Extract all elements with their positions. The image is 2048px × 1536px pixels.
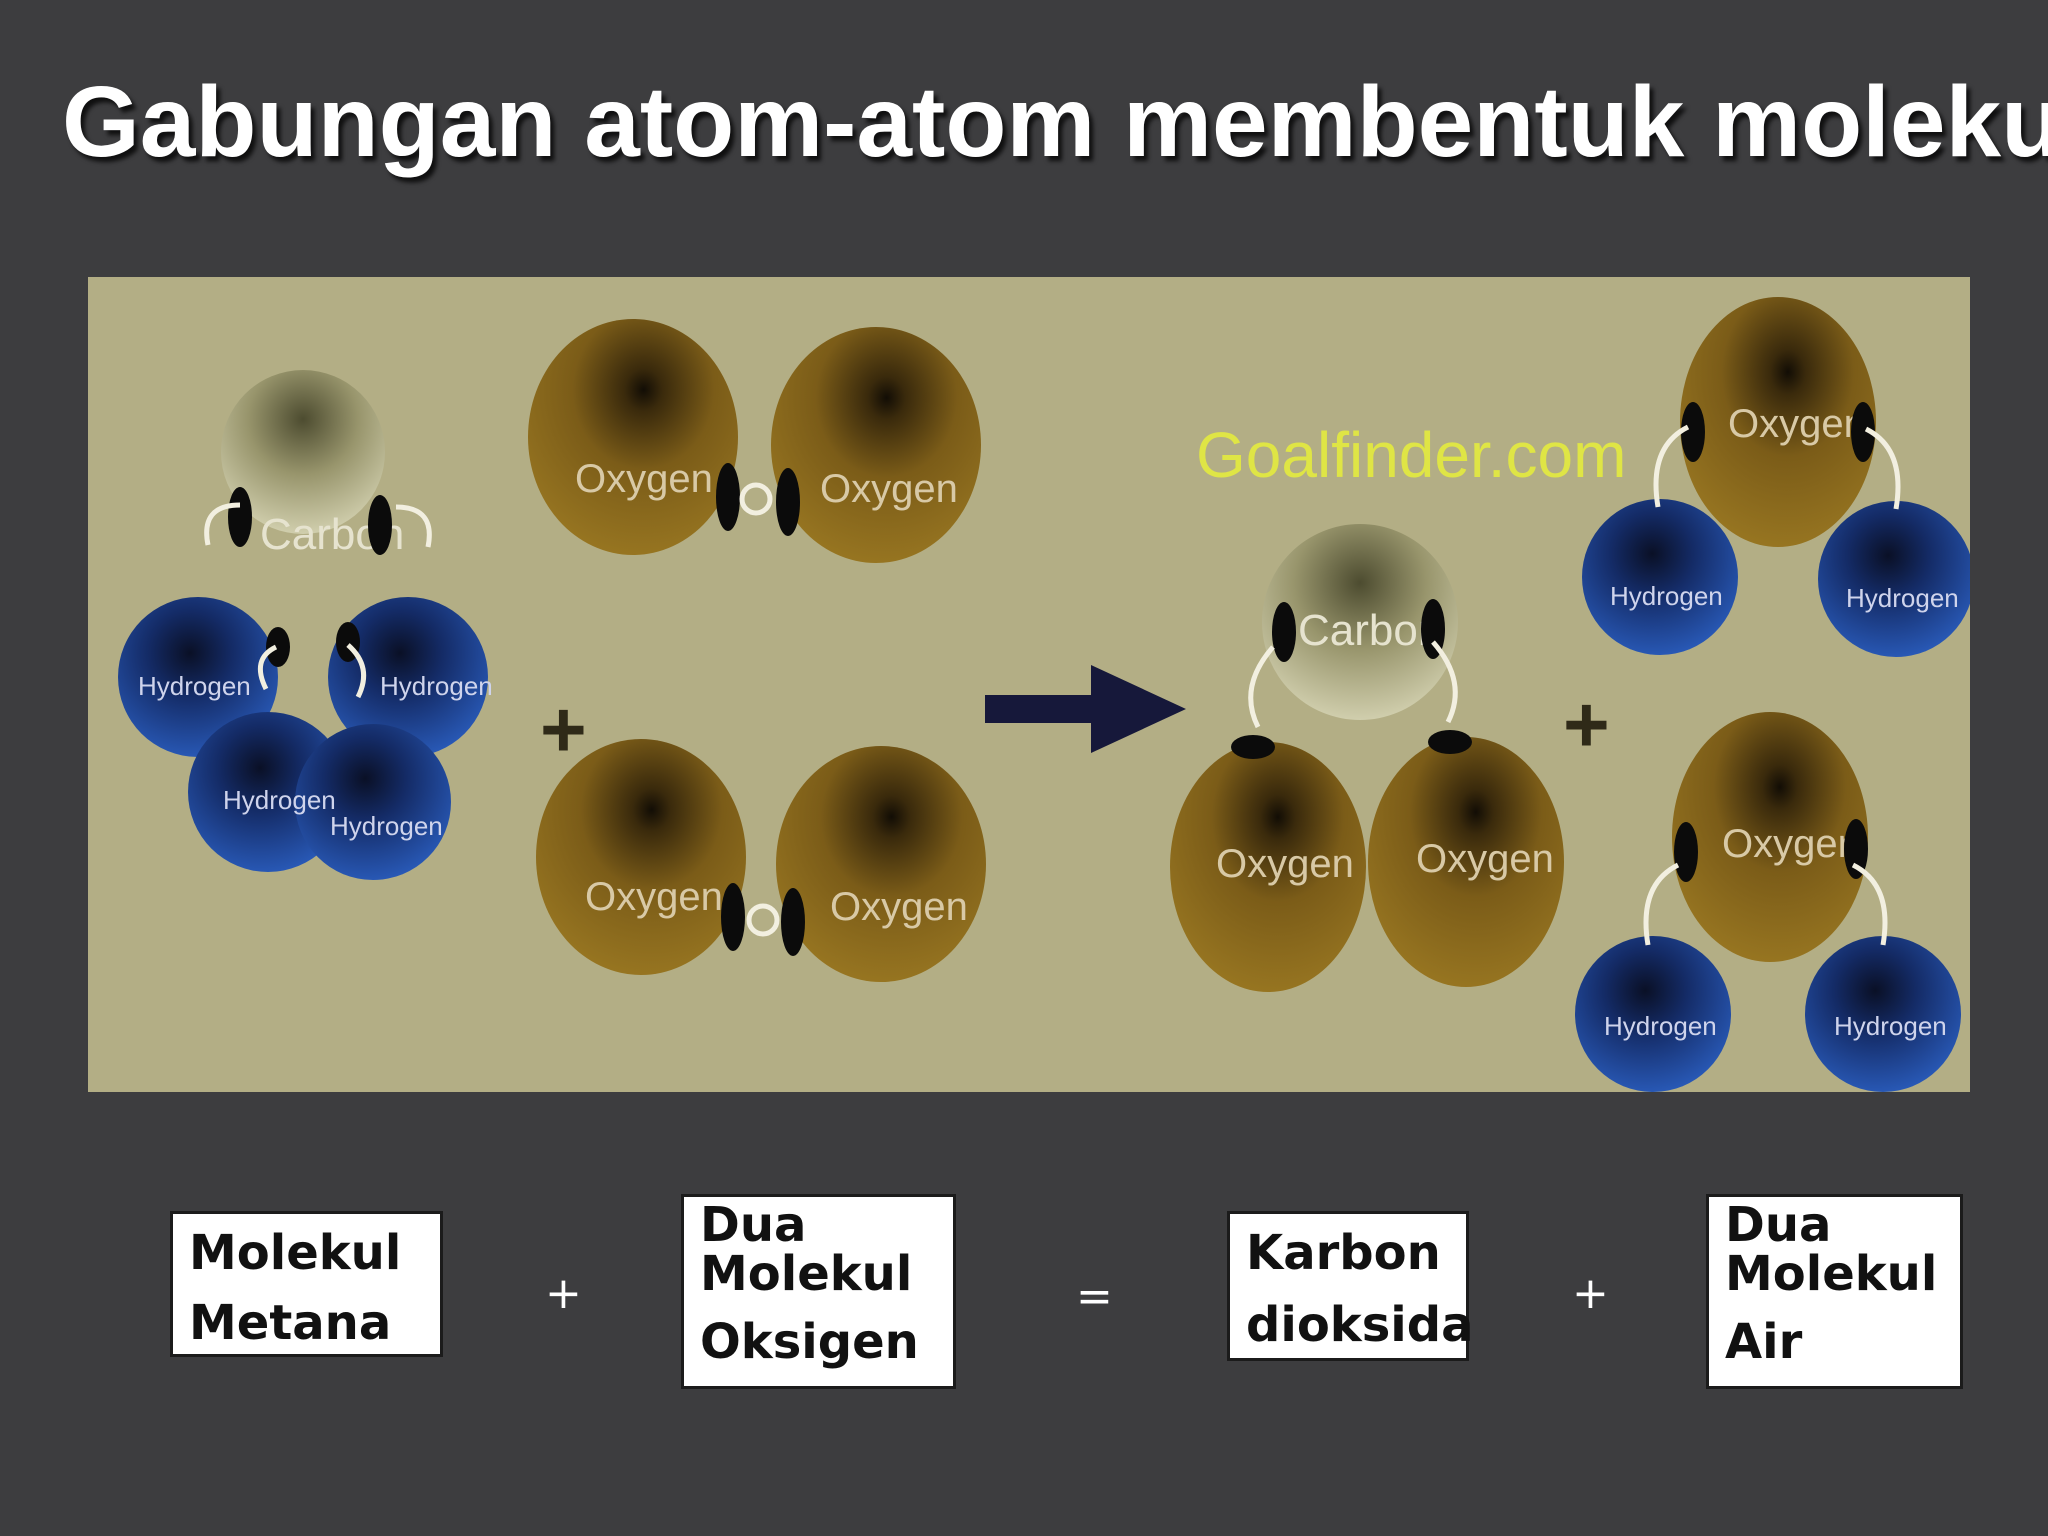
reaction-diagram-svg: Carbon Hydrogen Hydrogen Hydrogen Hydrog… — [118, 297, 1970, 1092]
hydrogen-label: Hydrogen — [380, 671, 493, 701]
methane-molecule: Carbon Hydrogen Hydrogen Hydrogen Hydrog… — [118, 370, 493, 880]
reaction-arrow — [985, 665, 1186, 753]
bond-links — [204, 502, 432, 699]
caption-line: Oksigen — [700, 1314, 919, 1370]
plus-operator: + — [545, 1268, 582, 1319]
slide-title: Gabungan atom-atom membentuk molekul — [62, 66, 2048, 178]
hydrogen-label: Hydrogen — [1834, 1011, 1947, 1041]
caption-oxygen: Dua Molekul Oksigen — [681, 1194, 956, 1389]
hydrogen-label: Hydrogen — [1610, 581, 1723, 611]
oxygen-label: Oxygen — [820, 467, 958, 511]
oxygen-atom — [776, 746, 986, 982]
oxygen-label: Oxygen — [585, 875, 723, 919]
hydrogen-label: Hydrogen — [1604, 1011, 1717, 1041]
caption-line: dioksida — [1246, 1297, 1474, 1353]
hydrogen-atom — [328, 597, 488, 757]
caption-line: Metana — [189, 1295, 392, 1351]
carbon-label: Carbon — [1298, 606, 1442, 655]
oxygen-atom — [771, 327, 981, 563]
oxygen-molecule: Oxygen Oxygen — [536, 739, 986, 982]
plus-sign: + — [540, 685, 587, 774]
water-molecule: Oxygen Hydrogen Hydrogen — [1575, 712, 1961, 1092]
hydrogen-atom — [118, 597, 278, 757]
carbon-atom — [221, 370, 385, 534]
oxygen-molecule: Oxygen Oxygen — [528, 319, 981, 563]
equals-operator: = — [1076, 1271, 1113, 1322]
hydrogen-label: Hydrogen — [223, 785, 336, 815]
carbon-atom — [1262, 524, 1458, 720]
hydrogen-label: Hydrogen — [138, 671, 251, 701]
hydrogen-atom — [1805, 936, 1961, 1092]
caption-water: Dua Molekul Air — [1706, 1194, 1963, 1389]
caption-line: Molekul — [189, 1225, 402, 1281]
reaction-diagram: Carbon Hydrogen Hydrogen Hydrogen Hydrog… — [88, 277, 1970, 1092]
caption-line: Air — [1725, 1314, 1803, 1370]
oxygen-label: Oxygen — [1722, 822, 1860, 866]
oxygen-label: Oxygen — [1416, 837, 1554, 881]
caption-methane: Molekul Metana — [170, 1211, 443, 1357]
watermark: Goalfinder.com — [1196, 419, 1626, 491]
oxygen-atom — [1672, 712, 1868, 962]
oxygen-atom — [528, 319, 738, 555]
caption-carbon-dioxide: Karbon dioksida — [1227, 1211, 1474, 1361]
caption-line: Dua — [1725, 1197, 1832, 1253]
oxygen-atom — [1368, 737, 1564, 987]
oxygen-label: Oxygen — [830, 885, 968, 929]
hydrogen-atom — [1575, 936, 1731, 1092]
caption-line: Molekul — [1725, 1246, 1938, 1302]
oxygen-atom — [1680, 297, 1876, 547]
carbon-dioxide-molecule: Carbon Oxygen Oxygen — [1170, 524, 1564, 992]
water-molecule: Oxygen Hydrogen Hydrogen — [1582, 297, 1970, 657]
plus-operator: + — [1572, 1268, 1609, 1319]
hydrogen-atom — [1582, 499, 1738, 655]
oxygen-label: Oxygen — [575, 457, 713, 501]
bond-sockets — [228, 487, 392, 667]
hydrogen-atom — [1818, 501, 1970, 657]
hydrogen-atom — [295, 724, 451, 880]
caption-line: Dua — [700, 1197, 807, 1253]
hydrogen-label: Hydrogen — [330, 811, 443, 841]
oxygen-atom — [1170, 742, 1366, 992]
oxygen-label: Oxygen — [1216, 842, 1354, 886]
caption-line: Molekul — [700, 1246, 913, 1302]
caption-line: Karbon — [1246, 1225, 1441, 1281]
oxygen-atom — [536, 739, 746, 975]
oxygen-label: Oxygen — [1728, 402, 1866, 446]
plus-sign: + — [1563, 680, 1610, 769]
hydrogen-label: Hydrogen — [1846, 583, 1959, 613]
